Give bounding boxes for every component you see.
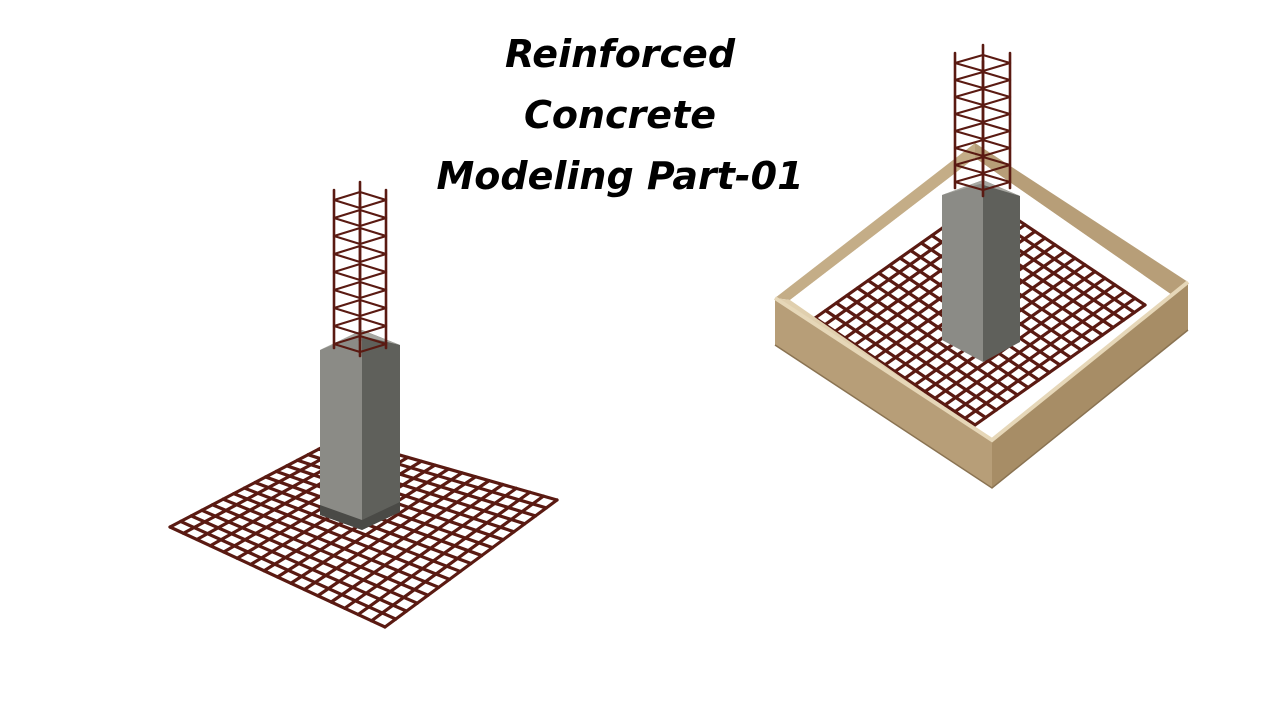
page-title: Reinforced Concrete Modeling Part-01 (360, 24, 880, 207)
formwork-front-walls (773, 280, 1190, 489)
formwork-back-walls (775, 143, 1188, 300)
right-concrete-column (942, 180, 1020, 362)
left-concrete-column (320, 330, 400, 530)
right-rebar-cage (953, 43, 1012, 198)
title-line-1: Reinforced (504, 32, 736, 76)
formwork-footing-icon (773, 43, 1190, 489)
left-rebar-cage (332, 180, 388, 358)
title-line-2: Concrete (523, 93, 717, 137)
column-footing-rebar-icon (168, 180, 559, 629)
title-line-3: Modeling Part-01 (436, 154, 804, 198)
